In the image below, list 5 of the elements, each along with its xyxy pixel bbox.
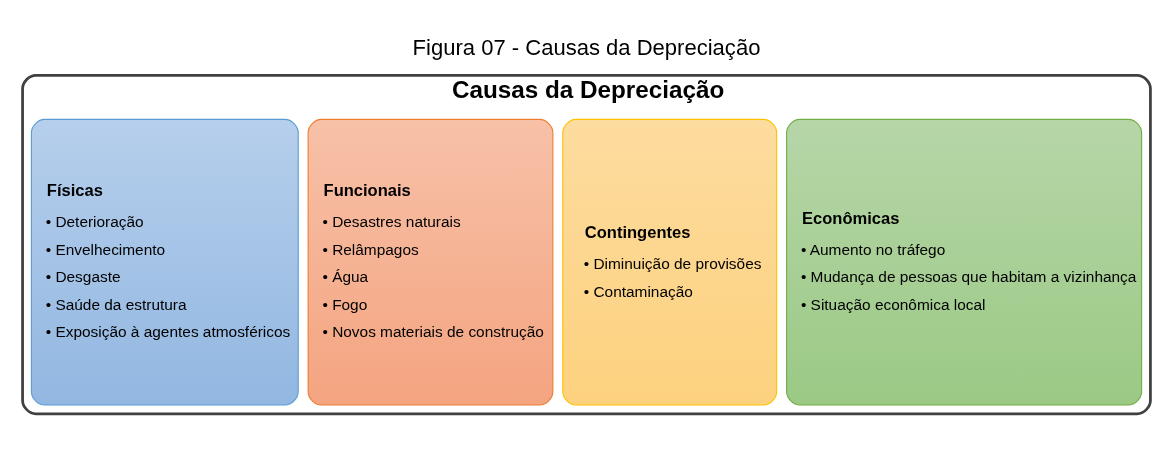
node-box: Contingentes • Diminuição de provisões • Contaminação <box>562 118 778 405</box>
node-box: Econômicas • Aumento no tráfego • Mudança de pessoas que habitam a vizinhança • Situação econômica local <box>786 118 1143 405</box>
diagram-title: Figura 07 - Causas da Depreciação <box>412 34 761 60</box>
node-box: Funcionais • Desastres naturais • Relâmpagos • Água • Fogo • Novos materiais de construção <box>307 118 554 405</box>
node-box: Físicas • Deterioração • Envelhecimento • Desgaste • Saúde da estrutura • Exposição à agentes atmosféricos <box>30 118 299 405</box>
